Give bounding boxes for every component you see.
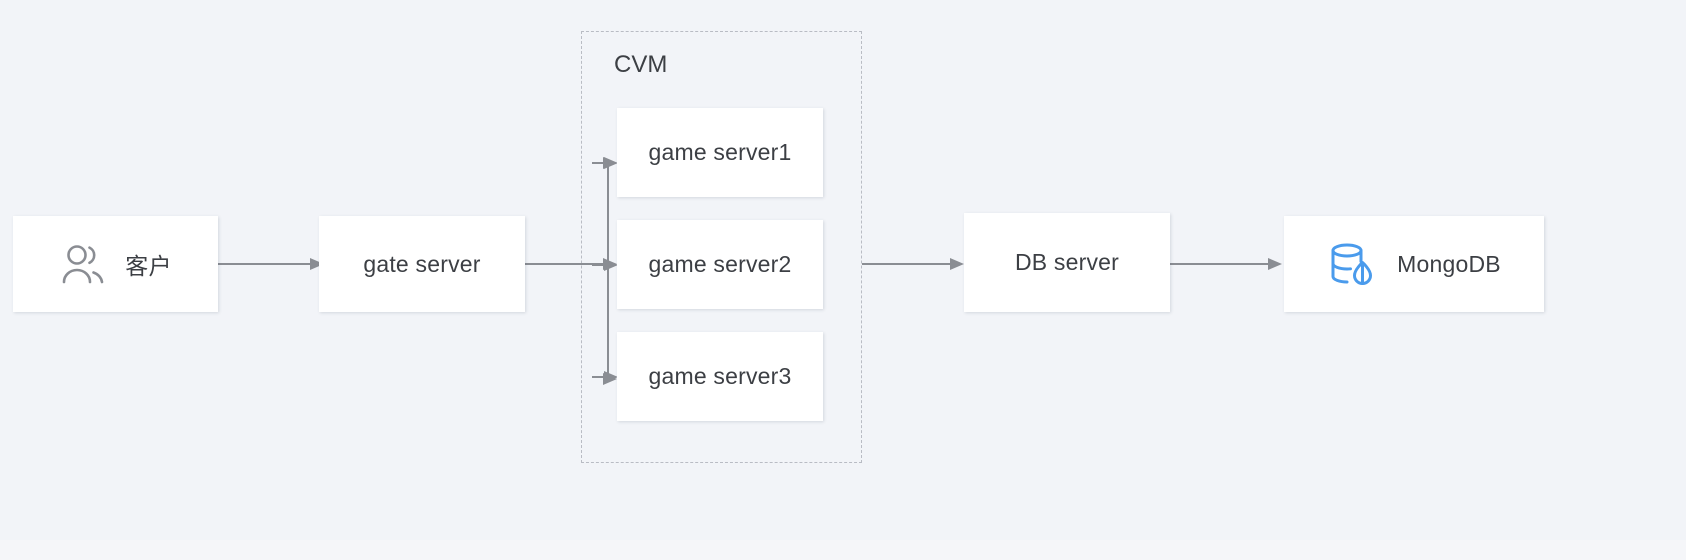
node-gate-server-label: gate server <box>363 250 481 277</box>
node-game-server-2-label: game server2 <box>648 251 792 277</box>
connector-db-to-mongodb <box>1170 250 1296 280</box>
bottom-band <box>0 540 1686 560</box>
node-gate-server[interactable]: gate server <box>319 216 525 312</box>
connector-cvm-to-db <box>862 250 978 280</box>
users-icon <box>59 243 107 285</box>
node-client[interactable]: 客户 <box>13 216 218 312</box>
node-game-server-3[interactable]: game server3 <box>617 332 823 421</box>
cvm-group-label: CVM <box>614 51 668 78</box>
node-client-label: 客户 <box>125 253 172 279</box>
node-game-server-1[interactable]: game server1 <box>617 108 823 197</box>
node-game-server-1-label: game server1 <box>648 139 792 165</box>
connector-client-to-gate <box>218 250 328 280</box>
node-mongodb-label: MongoDB <box>1397 250 1501 277</box>
mongodb-leaf-icon <box>1327 240 1377 288</box>
node-db-server[interactable]: DB server <box>964 213 1170 312</box>
node-game-server-2[interactable]: game server2 <box>617 220 823 309</box>
node-game-server-3-label: game server3 <box>648 363 792 389</box>
cvm-group-boundary <box>581 31 862 463</box>
node-mongodb[interactable]: MongoDB <box>1284 216 1544 312</box>
node-db-server-label: DB server <box>1014 249 1120 275</box>
